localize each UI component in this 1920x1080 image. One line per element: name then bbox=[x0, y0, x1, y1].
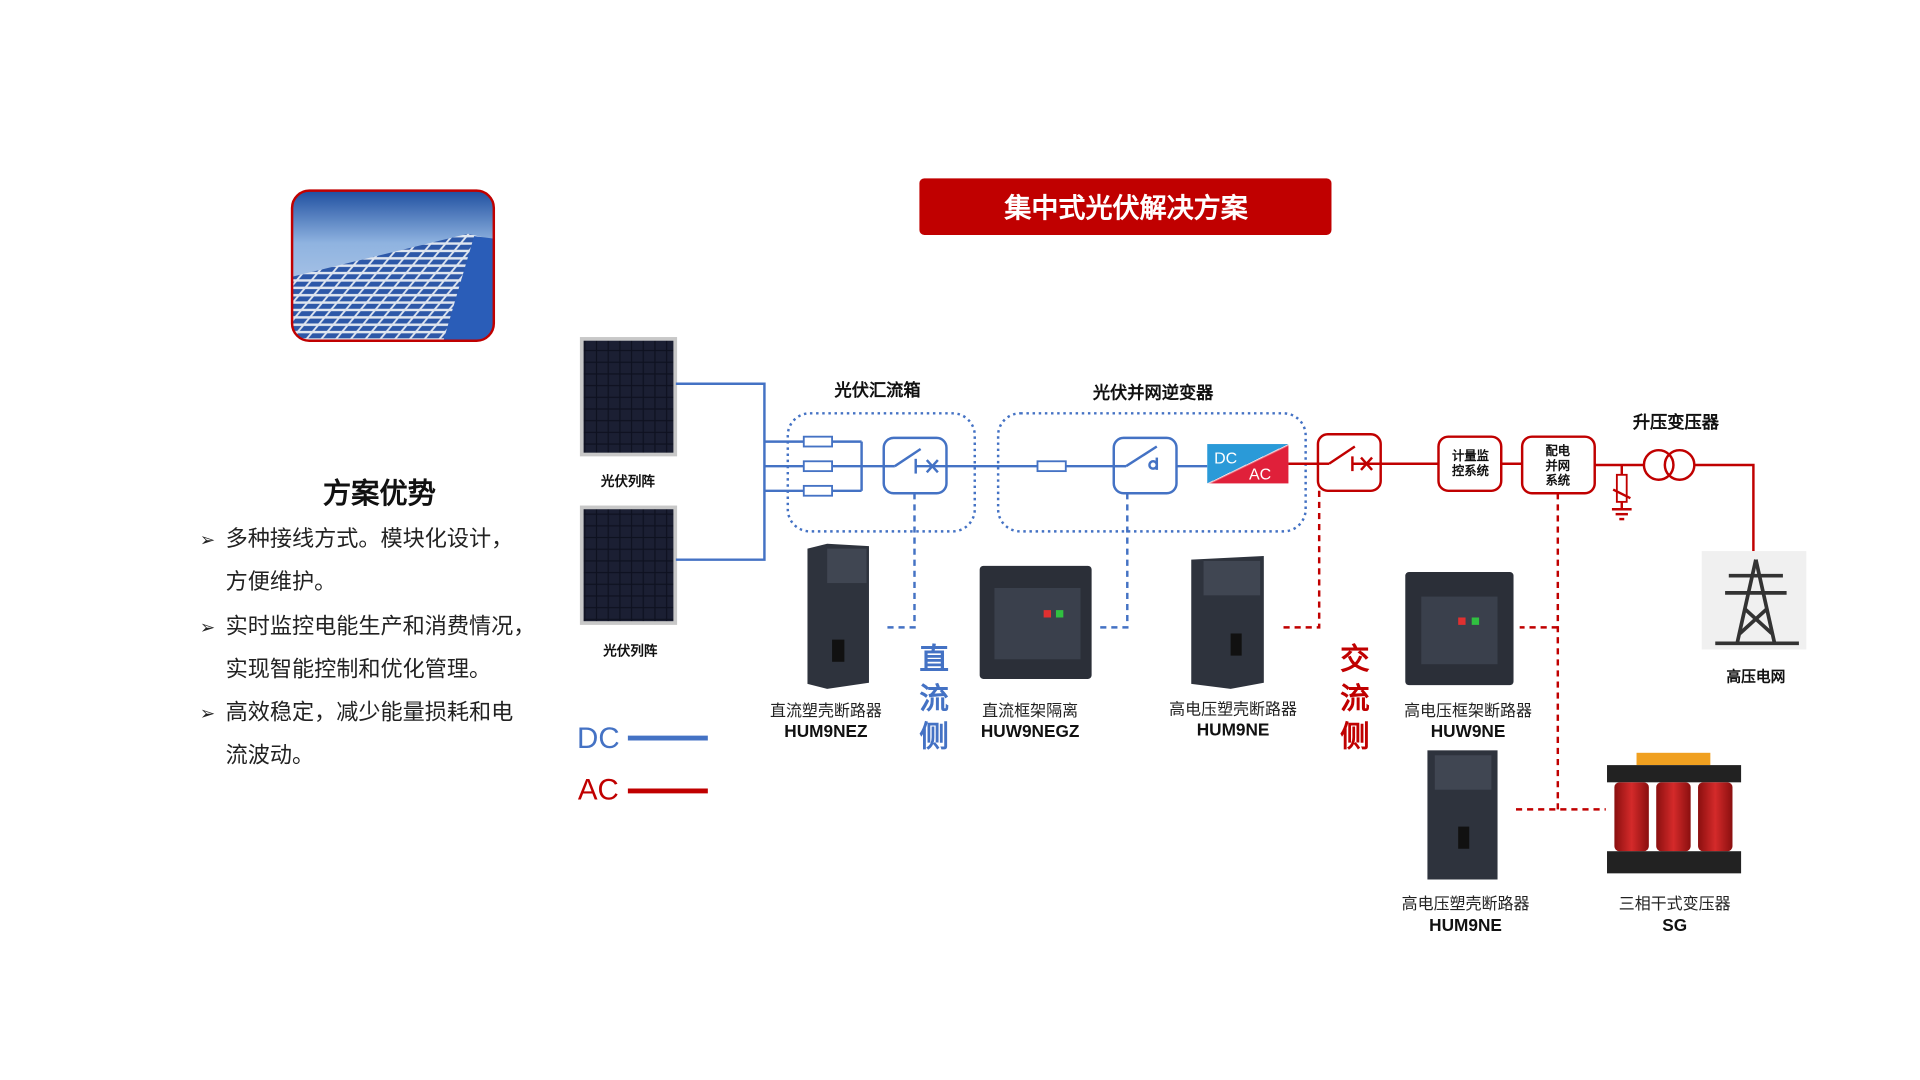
advantage-line: 高效稳定，减少能量损耗和电 bbox=[226, 700, 514, 726]
svg-text:HUM9NEZ: HUM9NEZ bbox=[784, 721, 868, 741]
solar-roof-photo bbox=[290, 189, 496, 342]
fuse-icon bbox=[802, 435, 833, 448]
combiner-box-label: 光伏汇流箱 bbox=[834, 380, 921, 401]
title-banner: 集中式光伏解决方案 bbox=[919, 178, 1332, 235]
product-dc-acb-isolator: 直流框架隔离 HUW9NEGZ bbox=[979, 565, 1092, 741]
arrow-bullet-icon: ➢ bbox=[200, 530, 215, 551]
svg-text:配电: 配电 bbox=[1546, 443, 1571, 458]
distribution-system-box: 配电 并网 系统 bbox=[1520, 435, 1596, 495]
svg-text:HUM9NE: HUM9NE bbox=[1197, 720, 1270, 740]
svg-text:高电压塑壳断路器: 高电压塑壳断路器 bbox=[1402, 894, 1530, 913]
svg-text:三相干式变压器: 三相干式变压器 bbox=[1619, 894, 1731, 913]
transformer-symbol-icon bbox=[1642, 448, 1696, 481]
legend-ac: AC bbox=[578, 774, 619, 807]
svg-text:侧: 侧 bbox=[919, 720, 949, 754]
svg-text:直流框架隔离: 直流框架隔离 bbox=[982, 701, 1078, 720]
arrow-bullet-icon: ➢ bbox=[200, 704, 215, 725]
svg-text:DC: DC bbox=[1214, 451, 1237, 468]
svg-text:流: 流 bbox=[1340, 682, 1370, 716]
ac-breaker-switch-icon bbox=[1316, 432, 1382, 493]
dc-breaker-switch-icon bbox=[882, 436, 948, 495]
dc-isolator-switch-icon bbox=[1112, 436, 1178, 495]
product-ac-acb: 高电压框架断路器 HUW9NE bbox=[1404, 571, 1532, 741]
surge-arrester-icon bbox=[1611, 464, 1632, 521]
combiner-box-outline bbox=[786, 412, 976, 533]
advantage-line: 流波动。 bbox=[226, 743, 315, 769]
pv-array-label: 光伏列阵 bbox=[602, 643, 658, 660]
svg-text:流: 流 bbox=[919, 682, 949, 716]
advantage-line: 方便维护。 bbox=[226, 569, 337, 595]
dc-wiring: 光伏汇流箱 光伏并网逆变器 DC AC bbox=[675, 380, 1307, 629]
fuse-icon bbox=[802, 460, 833, 473]
fuse-icon bbox=[1036, 460, 1067, 473]
power-tower-icon bbox=[1715, 559, 1799, 646]
svg-text:SG: SG bbox=[1662, 915, 1687, 935]
product-ac-mccb-2: 高电压塑壳断路器 HUM9NE bbox=[1402, 750, 1530, 935]
inverter-outline bbox=[996, 412, 1307, 533]
dc-ac-converter-icon: DC AC bbox=[1207, 444, 1289, 484]
svg-text:侧: 侧 bbox=[1340, 720, 1370, 754]
advantage-line: 实时监控电能生产和消费情况， bbox=[226, 613, 536, 639]
pv-array-label: 光伏列阵 bbox=[600, 473, 656, 490]
product-dc-mccb: 直流塑壳断路器 HUM9NEZ bbox=[770, 543, 882, 741]
svg-text:系统: 系统 bbox=[1546, 473, 1571, 488]
product-ac-mccb: 高电压塑壳断路器 HUM9NE bbox=[1169, 555, 1297, 740]
svg-text:高电压塑壳断路器: 高电压塑壳断路器 bbox=[1169, 700, 1297, 719]
svg-text:直: 直 bbox=[919, 642, 949, 676]
grid-tower: 高压电网 bbox=[1701, 551, 1807, 685]
pv-array-2: 光伏列阵 bbox=[579, 505, 678, 660]
product-dry-transformer: 三相干式变压器 SG bbox=[1607, 752, 1742, 935]
svg-text:HUW9NE: HUW9NE bbox=[1431, 721, 1506, 741]
svg-text:计量监: 计量监 bbox=[1452, 448, 1490, 463]
grid-label: 高压电网 bbox=[1726, 667, 1785, 685]
inverter-label: 光伏并网逆变器 bbox=[1092, 383, 1214, 404]
arrow-bullet-icon: ➢ bbox=[200, 617, 215, 638]
svg-text:控系统: 控系统 bbox=[1452, 463, 1490, 478]
step-up-transformer-label: 升压变压器 bbox=[1633, 412, 1720, 433]
fuse-icon bbox=[802, 484, 833, 497]
ac-wiring: 计量监 控系统 配电 并网 系统 升压变压器 bbox=[1279, 412, 1755, 811]
legend-dc: DC bbox=[577, 722, 620, 755]
dc-side-label: 直 流 侧 bbox=[919, 642, 949, 753]
svg-text:交: 交 bbox=[1340, 642, 1370, 676]
ac-side-label: 交 流 侧 bbox=[1340, 642, 1370, 753]
advantage-line: 实现智能控制和优化管理。 bbox=[226, 657, 492, 683]
advantages-heading: 方案优势 bbox=[323, 477, 436, 510]
page-title: 集中式光伏解决方案 bbox=[1003, 193, 1248, 225]
svg-text:高电压框架断路器: 高电压框架断路器 bbox=[1404, 701, 1532, 720]
svg-text:HUM9NE: HUM9NE bbox=[1429, 915, 1502, 935]
pv-array-1: 光伏列阵 bbox=[579, 337, 678, 490]
svg-text:直流塑壳断路器: 直流塑壳断路器 bbox=[770, 701, 882, 720]
advantage-line: 多种接线方式。模块化设计， bbox=[226, 526, 514, 552]
legend: DC AC bbox=[577, 722, 708, 807]
metering-system-box: 计量监 控系统 bbox=[1437, 435, 1503, 493]
svg-text:AC: AC bbox=[1249, 467, 1271, 484]
svg-text:并网: 并网 bbox=[1546, 458, 1571, 473]
svg-text:HUW9NEGZ: HUW9NEGZ bbox=[981, 721, 1080, 741]
advantages-section: 方案优势 ➢ 多种接线方式。模块化设计， 方便维护。 ➢ 实时监控电能生产和消费… bbox=[200, 477, 536, 769]
